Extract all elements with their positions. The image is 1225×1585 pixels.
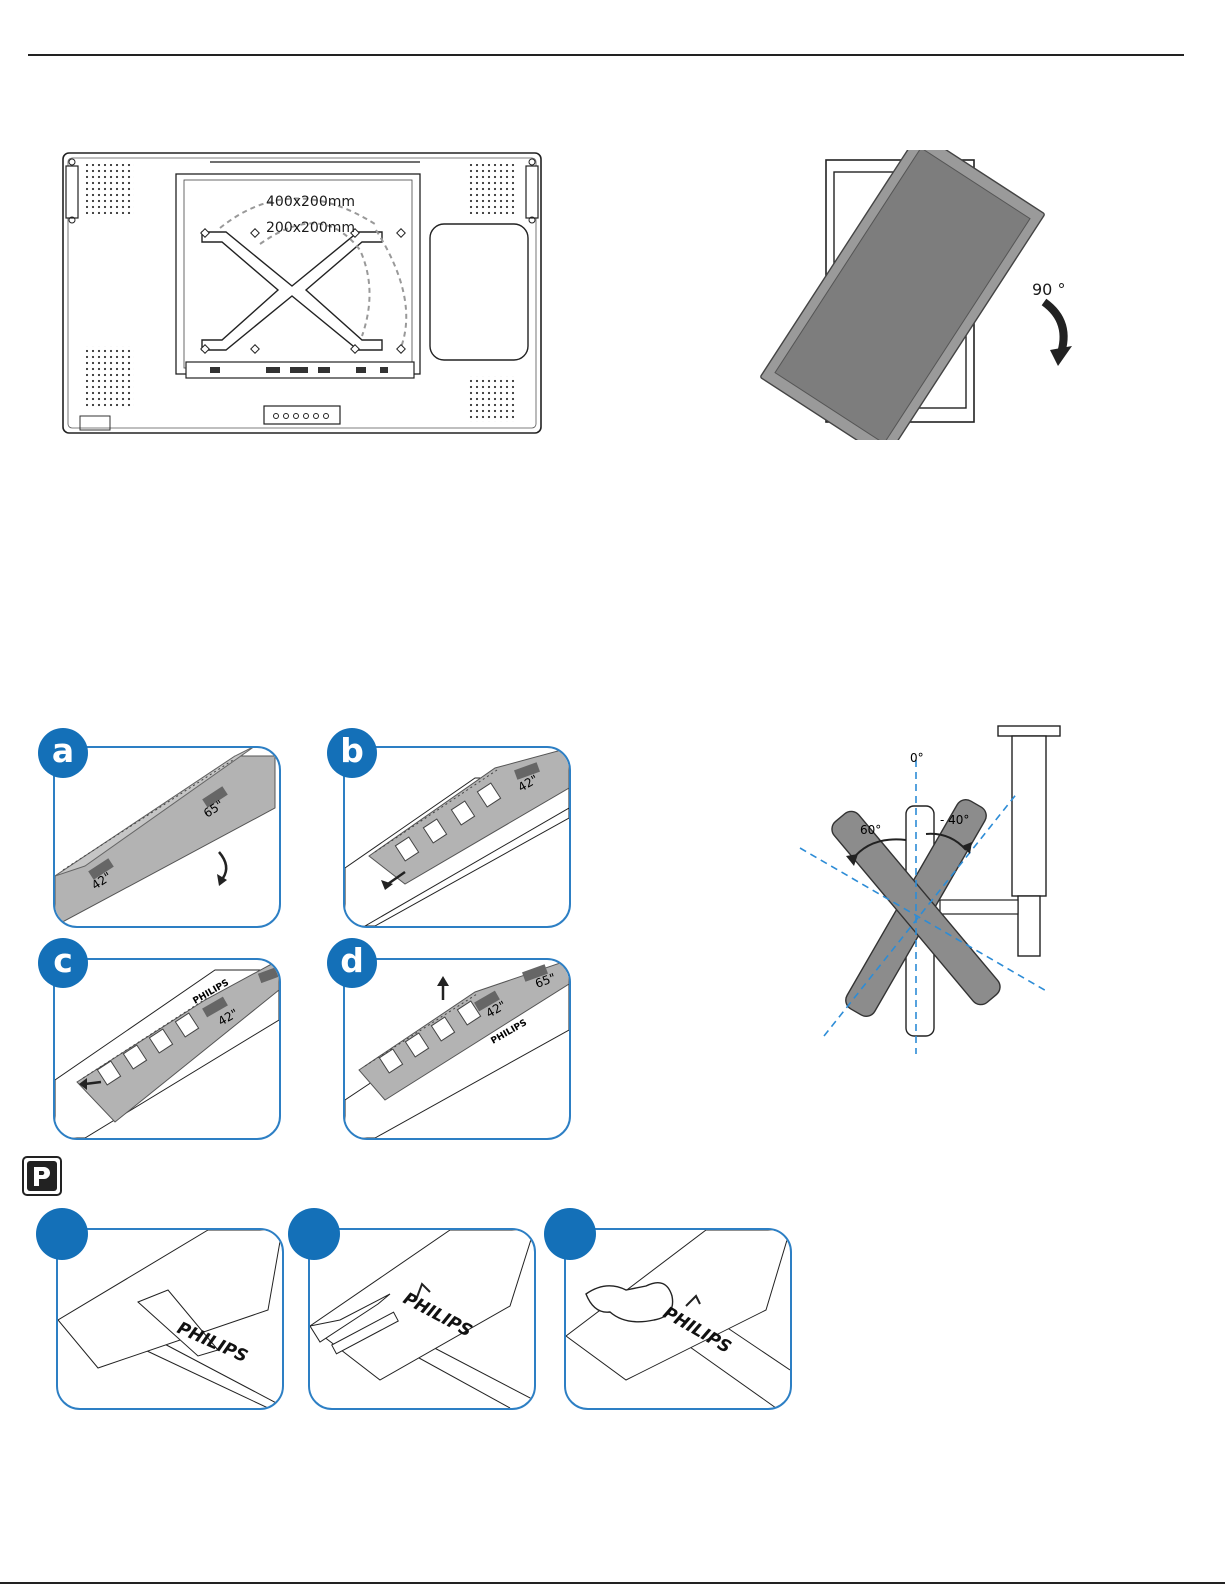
logo-step-a-panel: 42" 65" — [53, 746, 281, 928]
sticker-step-3-panel: PHILIPS — [564, 1228, 792, 1410]
sticker-step-3-dot — [544, 1208, 596, 1260]
sticker-step-2-dot — [288, 1208, 340, 1260]
tilt-back-label: - 40° — [940, 813, 969, 827]
sticker-step-1-panel: PHILIPS — [56, 1228, 284, 1410]
badge-d: d — [327, 938, 377, 988]
badge-a: a — [38, 728, 88, 778]
top-rule — [28, 54, 1184, 56]
tilt-zero-label: 0° — [910, 751, 924, 765]
logo-step-d-panel: 42" 65" PHILIPS — [343, 958, 571, 1140]
vesa-label-small: 200x200mm — [266, 220, 355, 236]
logo-step-c-panel: PHILIPS 42" — [53, 958, 281, 1140]
tilt-forward-label: 60° — [860, 823, 881, 837]
rotation-angle-label: 90 ° — [1032, 280, 1065, 299]
logo-step-b-panel: 42" — [343, 746, 571, 928]
sticker-step-2-panel: PHILIPS — [308, 1228, 536, 1410]
badge-c: c — [38, 938, 88, 988]
vesa-rear-view: 400x200mm 200x200mm — [60, 150, 544, 436]
vesa-label-large: 400x200mm — [266, 194, 355, 210]
bottom-rule — [0, 1582, 1225, 1584]
rotation-figure: 90 ° — [760, 150, 1090, 440]
tilt-figure: 0° 60° - 40° — [790, 720, 1070, 1060]
sticker-step-1-dot — [36, 1208, 88, 1260]
badge-b: b — [327, 728, 377, 778]
note-icon — [22, 1156, 62, 1196]
